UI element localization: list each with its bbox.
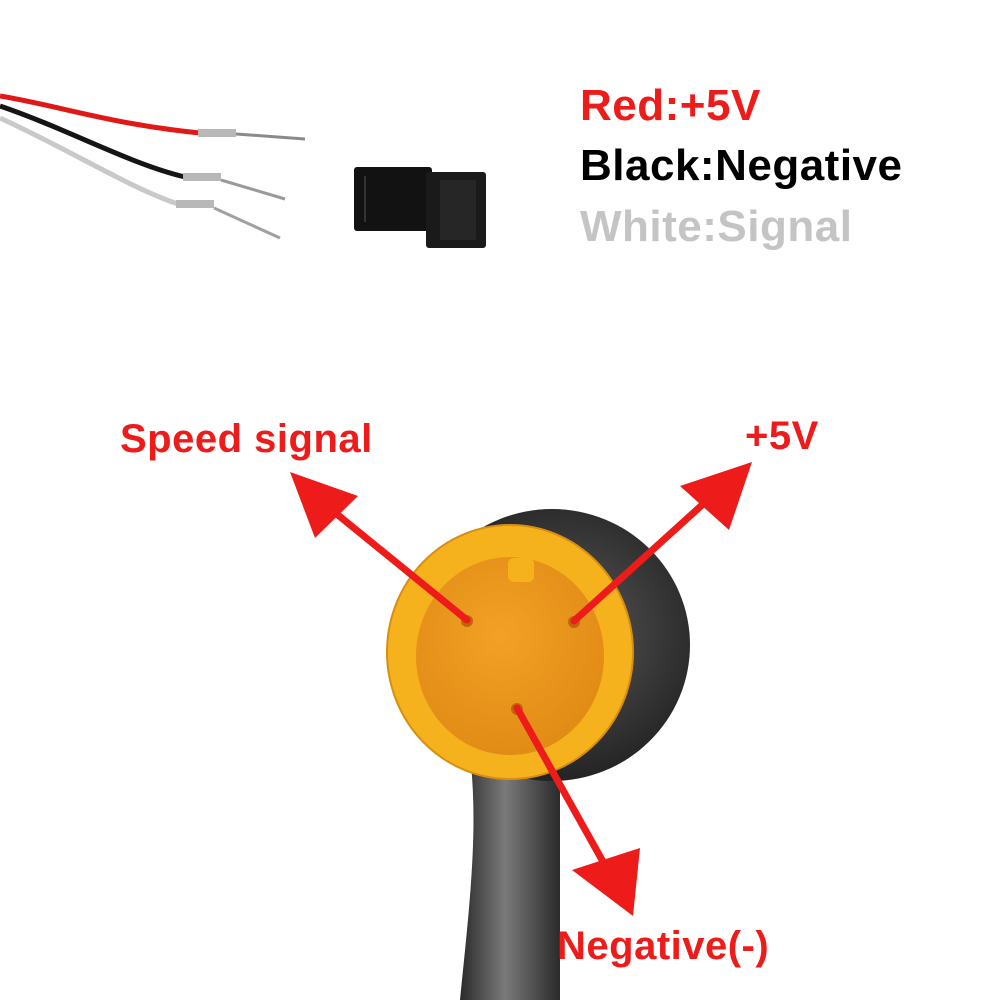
- legend-white: White:Signal: [580, 205, 852, 249]
- red-wire-terminal: [198, 129, 306, 141]
- legend-red: Red:+5V: [580, 84, 761, 128]
- legend-white-value: Signal: [717, 202, 853, 251]
- red-wire: [0, 93, 201, 136]
- connector-key-notch: [508, 558, 534, 582]
- legend-black: Black:Negative: [580, 144, 903, 188]
- black-wire: [0, 103, 186, 180]
- label-speed-signal: Speed signal: [120, 417, 373, 461]
- legend-red-value: +5V: [679, 81, 761, 130]
- cable: [460, 740, 560, 1000]
- white-wire: [0, 115, 179, 207]
- label-plus-5v: +5V: [745, 414, 819, 458]
- connector-socket: [416, 557, 604, 755]
- legend-black-name: Black:: [580, 141, 716, 190]
- connector-housing: [354, 167, 486, 248]
- legend-white-name: White:: [580, 202, 718, 251]
- wires-illustration: [0, 93, 306, 240]
- legend-red-name: Red:: [580, 81, 680, 130]
- arrow-negative: [513, 704, 640, 916]
- arrow-plus-5v: [570, 462, 752, 625]
- legend-black-value: Negative: [715, 141, 903, 190]
- white-wire-terminal: [176, 200, 281, 240]
- black-wire-terminal: [183, 173, 286, 201]
- label-negative: Negative(-): [557, 924, 770, 968]
- arrow-speed-signal: [290, 472, 471, 624]
